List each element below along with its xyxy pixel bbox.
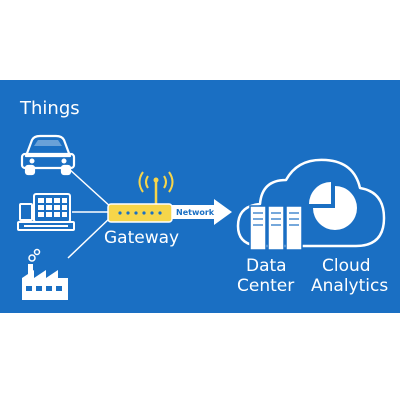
- network-label: Network: [176, 208, 215, 217]
- things-label: Things: [20, 98, 80, 119]
- diagram-panel: Network Things Gateway Data Center Cloud…: [0, 80, 400, 313]
- cloud-analytics-label-line2: Analytics: [311, 276, 389, 296]
- point-of-sale-terminal-icon: [17, 193, 75, 231]
- connector-lines: [67, 167, 113, 259]
- data-center-label-line2: Center: [237, 276, 295, 296]
- car-icon: [20, 134, 76, 176]
- pie-chart-icon: [309, 182, 357, 230]
- line-factory-to-gateway: [67, 215, 113, 259]
- line-car-to-gateway: [67, 167, 113, 209]
- gateway-label: Gateway: [104, 228, 180, 248]
- cloud-icon: [236, 158, 386, 248]
- cloud-analytics-label-line1: Cloud: [322, 256, 371, 276]
- data-center-label-line1: Data: [246, 256, 287, 276]
- diagram-artwork: Network: [17, 134, 386, 300]
- network-arrow: Network: [172, 199, 232, 225]
- server-rack-icon: [249, 205, 303, 251]
- factory-icon: [22, 248, 68, 300]
- wifi-router-icon: [107, 171, 174, 223]
